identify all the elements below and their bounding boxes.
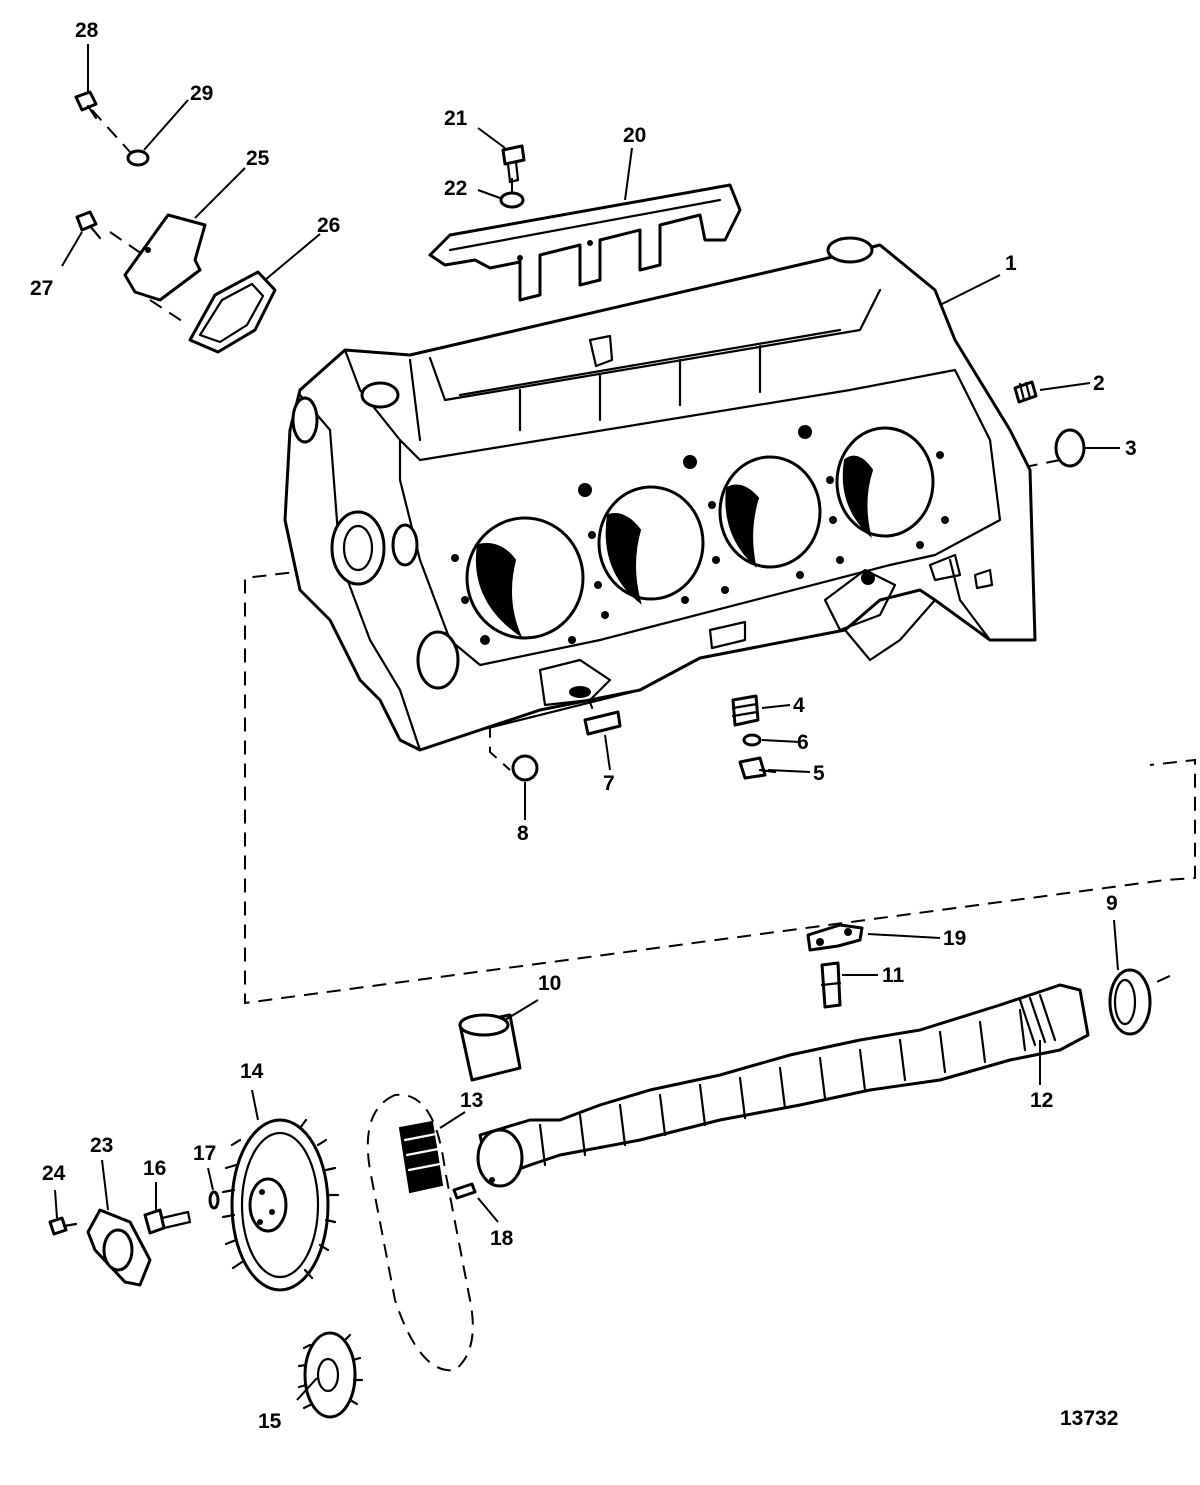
- washer-29: [126, 149, 150, 167]
- callout-18: 18: [490, 1227, 514, 1250]
- figure-number: 13732: [1060, 1407, 1118, 1430]
- callout-23: 23: [90, 1134, 113, 1157]
- expansion-plug-7: [583, 710, 622, 736]
- timing-chain-13: [366, 1093, 474, 1372]
- callout-5: 5: [813, 762, 825, 785]
- fitting-4: [731, 694, 760, 727]
- callout-13: 13: [460, 1089, 483, 1112]
- callout-26: 26: [317, 214, 340, 237]
- valve-lifter-11: [820, 961, 842, 1009]
- callout-16: 16: [143, 1157, 166, 1180]
- callout-24: 24: [42, 1162, 66, 1185]
- bolt-27: [75, 210, 102, 240]
- drain-cock-5: [738, 756, 777, 780]
- callout-4: 4: [793, 694, 805, 717]
- lifter-retainer: [428, 183, 742, 302]
- screw-21: [501, 144, 526, 184]
- callout-22: 22: [444, 177, 467, 200]
- camshaft-sprocket-14: [221, 1118, 340, 1292]
- callout-7: 7: [603, 772, 615, 795]
- callout-10: 10: [538, 972, 561, 995]
- callout-21: 21: [444, 107, 468, 130]
- callout-19: 19: [943, 927, 966, 950]
- callout-2: 2: [1093, 372, 1105, 395]
- callout-14: 14: [240, 1060, 264, 1083]
- screw-24: [48, 1216, 78, 1236]
- callout-3: 3: [1125, 437, 1137, 460]
- callout-28: 28: [75, 19, 99, 42]
- callout-11: 11: [882, 964, 905, 987]
- bolt-16: [143, 1208, 192, 1235]
- callout-leaders: [54, 44, 1120, 1401]
- callout-20: 20: [623, 124, 646, 147]
- cover-plate-25: [123, 213, 207, 302]
- dowel-pin-18: [452, 1182, 477, 1200]
- lockwasher-22: [499, 191, 525, 209]
- callout-25: 25: [246, 147, 270, 170]
- callout-27: 27: [30, 277, 53, 300]
- gasket-26: [188, 270, 277, 354]
- expansion-plug-3: [1054, 428, 1086, 468]
- dowel-pin-8: [511, 754, 539, 782]
- plug-threaded-2: [1013, 380, 1038, 404]
- thrust-plate-23: [86, 1208, 152, 1287]
- camshaft-bearing-10: [458, 1013, 522, 1082]
- crankshaft-sprocket-15: [297, 1331, 364, 1419]
- callout-labels: 1 2 3 4 5 6 7 8 9 10 11 12 13 14 15 16 1…: [30, 19, 1137, 1433]
- callout-1: 1: [1005, 252, 1017, 275]
- lifter-guide-19: [806, 923, 864, 952]
- rear-plug-9: [1108, 968, 1152, 1036]
- washer-17: [208, 1190, 220, 1210]
- callout-15: 15: [258, 1410, 282, 1433]
- callout-29: 29: [190, 82, 213, 105]
- camshaft-12: [476, 983, 1090, 1188]
- callout-9: 9: [1106, 892, 1118, 915]
- callout-12: 12: [1030, 1089, 1053, 1112]
- callout-17: 17: [193, 1142, 216, 1165]
- cylinder-block: [283, 236, 1037, 752]
- washer-6: [742, 733, 762, 747]
- callout-6: 6: [797, 731, 809, 754]
- callout-8: 8: [517, 822, 529, 845]
- bolt-28: [74, 90, 98, 120]
